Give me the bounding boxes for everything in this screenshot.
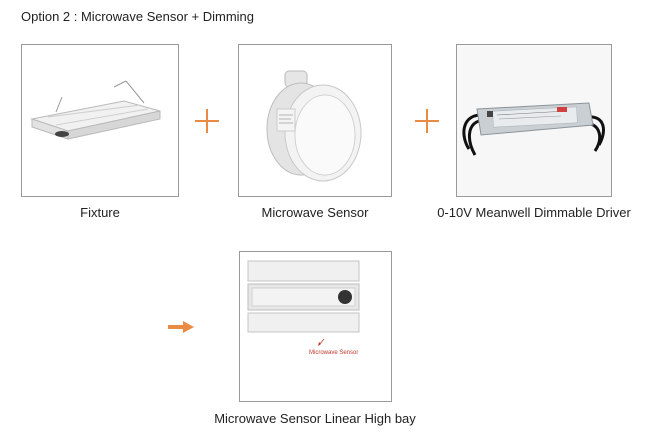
dimmable-driver-image [462,102,605,156]
dimmable-driver-caption: 0-10V Meanwell Dimmable Driver [437,205,631,220]
microwave-sensor-image [266,70,362,182]
microwave-sensor-caption: Microwave Sensor [261,205,369,220]
arrow-right-icon [168,321,194,333]
page-title: Option 2 : Microwave Sensor + Dimming [21,9,255,24]
linear-high-bay-image [247,260,360,346]
plus-icon [195,109,219,133]
linear-high-bay-image-frame: Microwave Sensor [239,251,392,402]
microwave-sensor-image-frame [238,44,392,197]
fixture-image [30,80,161,140]
dimmable-driver-image-frame [456,44,612,197]
linear-high-bay-caption: Microwave Sensor Linear High bay [214,411,416,426]
sensor-callout-label: Microwave Sensor [309,350,359,356]
fixture-caption: Fixture [80,205,120,220]
plus-icon [415,109,439,133]
fixture-image-frame [21,44,179,197]
